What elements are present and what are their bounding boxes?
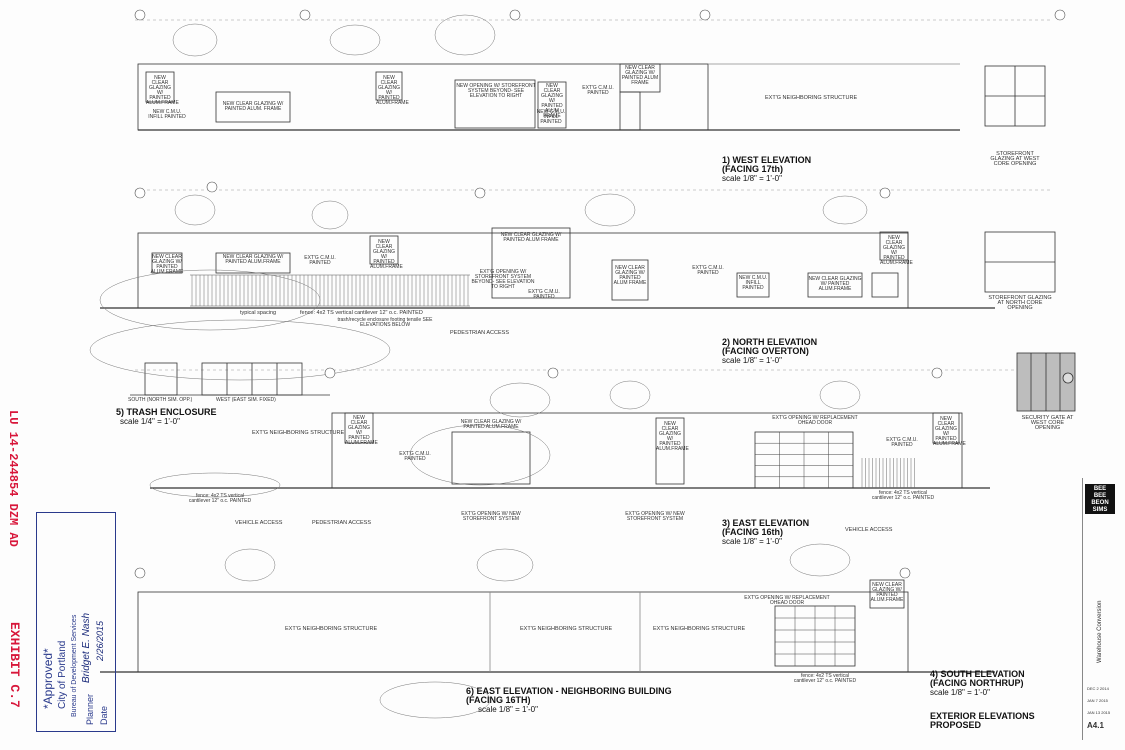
- east-fence-2: fence: 4x2 TS vertical cantilever 12" o.…: [871, 490, 935, 501]
- west-scale: scale 1/8" = 1'-0": [722, 174, 782, 183]
- south-fence: fence: 4x2 TS vertical cantilever 12" o.…: [793, 673, 857, 684]
- east-vehicle-access-2: VEHICLE ACCESS: [845, 527, 893, 533]
- exhibit-annotation: EXHIBIT C.7: [7, 622, 22, 708]
- west-extg-cmu: EXT'G C.M.U. PAINTED: [582, 85, 614, 96]
- north-scale: scale 1/8" = 1'-0": [722, 356, 782, 365]
- trash-scale: scale 1/4" = 1'-0": [120, 417, 180, 426]
- date-3: JAN 13 2015: [1087, 710, 1111, 715]
- neighbor-east-title: 6) EAST ELEVATION - NEIGHBORING BUILDING: [466, 686, 672, 696]
- north-subtitle: (FACING OVERTON): [722, 346, 809, 356]
- east-glazing-4: NEW CLEAR GLAZING W/ PAINTED ALUM.FRAME: [933, 416, 966, 447]
- north-core-label: STOREFRONT GLAZING AT NORTH CORE OPENING: [988, 295, 1052, 311]
- stamp-bureau: Bureau of Development Services: [71, 614, 78, 717]
- east-vehicle-access-1: VEHICLE ACCESS: [235, 520, 283, 526]
- north-extg-cmu-3: EXT'G C.M.U. PAINTED: [692, 265, 724, 276]
- north-elevation: [100, 227, 1056, 309]
- east-storefront: EXT'G OPENING W/ NEW STOREFRONT SYSTEM: [461, 511, 521, 522]
- south-title: 4) SOUTH ELEVATION: [930, 669, 1025, 679]
- south-neighbor-1: EXT'G NEIGHBORING STRUCTURE: [285, 626, 378, 632]
- west-elevation: [137, 63, 1046, 131]
- trash-enclosure: [130, 362, 330, 396]
- east-neighbor: EXT'G NEIGHBORING STRUCTURE: [252, 430, 345, 436]
- east-glazing-1: NEW CLEAR GLAZING W/ PAINTED ALUM.FRAME: [345, 415, 378, 446]
- stamp-sig-date: 2/26/2015: [95, 620, 105, 661]
- security-gate: [1016, 352, 1076, 412]
- north-glazing-5: NEW CLEAR GLAZING W/ PAINTED ALUM FRAME: [613, 265, 647, 286]
- tree-outlines: [89, 14, 868, 719]
- approval-stamp: *Approved* City of Portland Bureau of De…: [36, 512, 116, 732]
- east-fence-1: fence: 4x2 TS vertical cantilever 12" o.…: [188, 493, 252, 504]
- sheet-name: EXTERIOR ELEVATIONS: [930, 711, 1035, 721]
- north-trash-note: trash/recycle enclosure footing tensile …: [337, 317, 433, 328]
- stamp-date-label: Date: [99, 705, 109, 725]
- east-storefront-2: EXT'G OPENING W/ NEW STOREFRONT SYSTEM: [625, 511, 685, 522]
- stamp-signature: Bridget E. Nash: [81, 612, 92, 683]
- east-elevation: [150, 412, 990, 489]
- north-storefront: EXT'G OPENING W/ STOREFRONT SYSTEM BEYON…: [471, 269, 535, 290]
- east-opening: EXT'G OPENING W/ REPLACEMENT OHEAD DOOR: [772, 415, 858, 426]
- trash-west-label: WEST (EAST SIM. FIXED): [216, 397, 276, 403]
- west-subtitle: (FACING 17th): [722, 164, 784, 174]
- grid-bubbles: [134, 9, 1066, 579]
- east-scale: scale 1/8" = 1'-0": [722, 537, 782, 546]
- stamp-city: City of Portland: [57, 640, 68, 709]
- north-glazing-6: NEW CLEAR GLAZING W/ PAINTED ALUM.FRAME: [808, 276, 862, 292]
- east-pedestrian-access: PEDESTRIAN ACCESS: [312, 520, 371, 526]
- date-2: JAN 7 2015: [1087, 698, 1108, 703]
- north-glazing-2: NEW CLEAR GLAZING W/ PAINTED ALUM.FRAME: [222, 254, 284, 265]
- security-gate-label: SECURITY GATE AT WEST CORE OPENING: [1021, 415, 1074, 431]
- title-block: Warehouse Conversion DEC 2 2014 JAN 7 20…: [1082, 478, 1119, 740]
- neighbor-east-subtitle: (FACING 16TH): [466, 695, 531, 705]
- sheet-number: A4.1: [1087, 721, 1104, 730]
- west-storefront: NEW OPENING W/ STOREFRONT SYSTEM BEYOND-…: [456, 83, 536, 99]
- east-extg-cmu-1: EXT'G C.M.U. PAINTED: [399, 451, 431, 462]
- east-subtitle: (FACING 16th): [722, 527, 784, 537]
- west-cmu-1: NEW C.M.U. INFILL PAINTED: [148, 109, 186, 120]
- west-title: 1) WEST ELEVATION: [722, 155, 812, 165]
- north-glazing-4: NEW CLEAR GLAZING W/ PAINTED ALUM FRAME: [500, 232, 562, 243]
- west-glazing-3: NEW CLEAR GLAZING W/ PAINTED ALUM.FRAME: [376, 75, 409, 106]
- stamp-planner: Planner: [85, 693, 95, 725]
- north-pedestrian-access: PEDESTRIAN ACCESS: [450, 330, 509, 336]
- south-neighbor-3: EXT'G NEIGHBORING STRUCTURE: [653, 626, 746, 632]
- south-opening: EXT'G OPENING W/ REPLACEMENT OHEAD DOOR: [744, 595, 830, 606]
- west-glazing-5: NEW CLEAR GLAZING W/ PAINTED ALUM FRAME: [621, 65, 659, 86]
- sheet-status: PROPOSED: [930, 720, 982, 730]
- west-glazing-4: NEW CLEAR GLAZING W/ PAINTED ALUM FRAME: [541, 83, 563, 119]
- case-number-annotation: LU 14-244854 DZM AD: [6, 410, 20, 547]
- north-fence-note: fence: 4x2 TS vertical cantilever 12" o.…: [300, 310, 423, 316]
- stamp-approved: *Approved*: [41, 648, 55, 709]
- south-scale: scale 1/8" = 1'-0": [930, 688, 990, 697]
- south-subtitle: (FACING NORTHRUP): [930, 678, 1024, 688]
- west-glazing-1: NEW CLEAR GLAZING W/ PAINTED ALUM.FRAME: [146, 75, 179, 106]
- north-fence: [190, 274, 470, 307]
- west-neighbor: EXT'G NEIGHBORING STRUCTURE: [765, 95, 858, 101]
- north-glazing-3: NEW CLEAR GLAZING W/ PAINTED ALUM.FRAME: [370, 239, 403, 270]
- north-title: 2) NORTH ELEVATION: [722, 337, 818, 347]
- trash-title: 5) TRASH ENCLOSURE: [116, 407, 217, 417]
- north-glazing-1: NEW CLEAR GLAZING W/ PAINTED ALUM.FRAME: [150, 254, 184, 275]
- east-title: 3) EAST ELEVATION: [722, 518, 810, 528]
- north-extg-cmu-2: EXT'G C.M.U. PAINTED: [528, 289, 560, 300]
- east-glazing-3: NEW CLEAR GLAZING W/ PAINTED ALUM.FRAME: [656, 421, 689, 452]
- firm-logo: BEE BEE BEON SIMS: [1085, 484, 1115, 514]
- trash-south-label: SOUTH (NORTH SIM. OPP.): [128, 397, 193, 403]
- west-glazing-2: NEW CLEAR GLAZING W/ PAINTED ALUM. FRAME: [222, 101, 284, 112]
- north-cmu-infill: NEW C.M.U. INFILL PAINTED: [738, 275, 768, 291]
- project-name: Warehouse Conversion: [1097, 600, 1103, 663]
- south-glazing: NEW CLEAR GLAZING W/ PAINTED ALUM.FRAME: [870, 582, 904, 603]
- south-neighbor-2: EXT'G NEIGHBORING STRUCTURE: [520, 626, 613, 632]
- north-glazing-7: NEW CLEAR GLAZING W/ PAINTED ALUM.FRAME: [880, 235, 913, 266]
- west-cmu-2: NEW C.M.U. INFILL PAINTED: [536, 109, 566, 125]
- east-glazing-2: NEW CLEAR GLAZING W/ PAINTED ALUM.FRAME: [460, 419, 522, 430]
- west-core-label: STOREFRONT GLAZING AT WEST CORE OPENING: [990, 151, 1040, 167]
- east-extg-cmu-2: EXT'G C.M.U. PAINTED: [886, 437, 918, 448]
- north-typical-spacing: typical spacing: [240, 310, 277, 316]
- neighbor-east-scale: scale 1/8" = 1'-0": [478, 705, 538, 714]
- north-extg-cmu-1: EXT'G C.M.U. PAINTED: [304, 255, 336, 266]
- date-1: DEC 2 2014: [1087, 686, 1109, 691]
